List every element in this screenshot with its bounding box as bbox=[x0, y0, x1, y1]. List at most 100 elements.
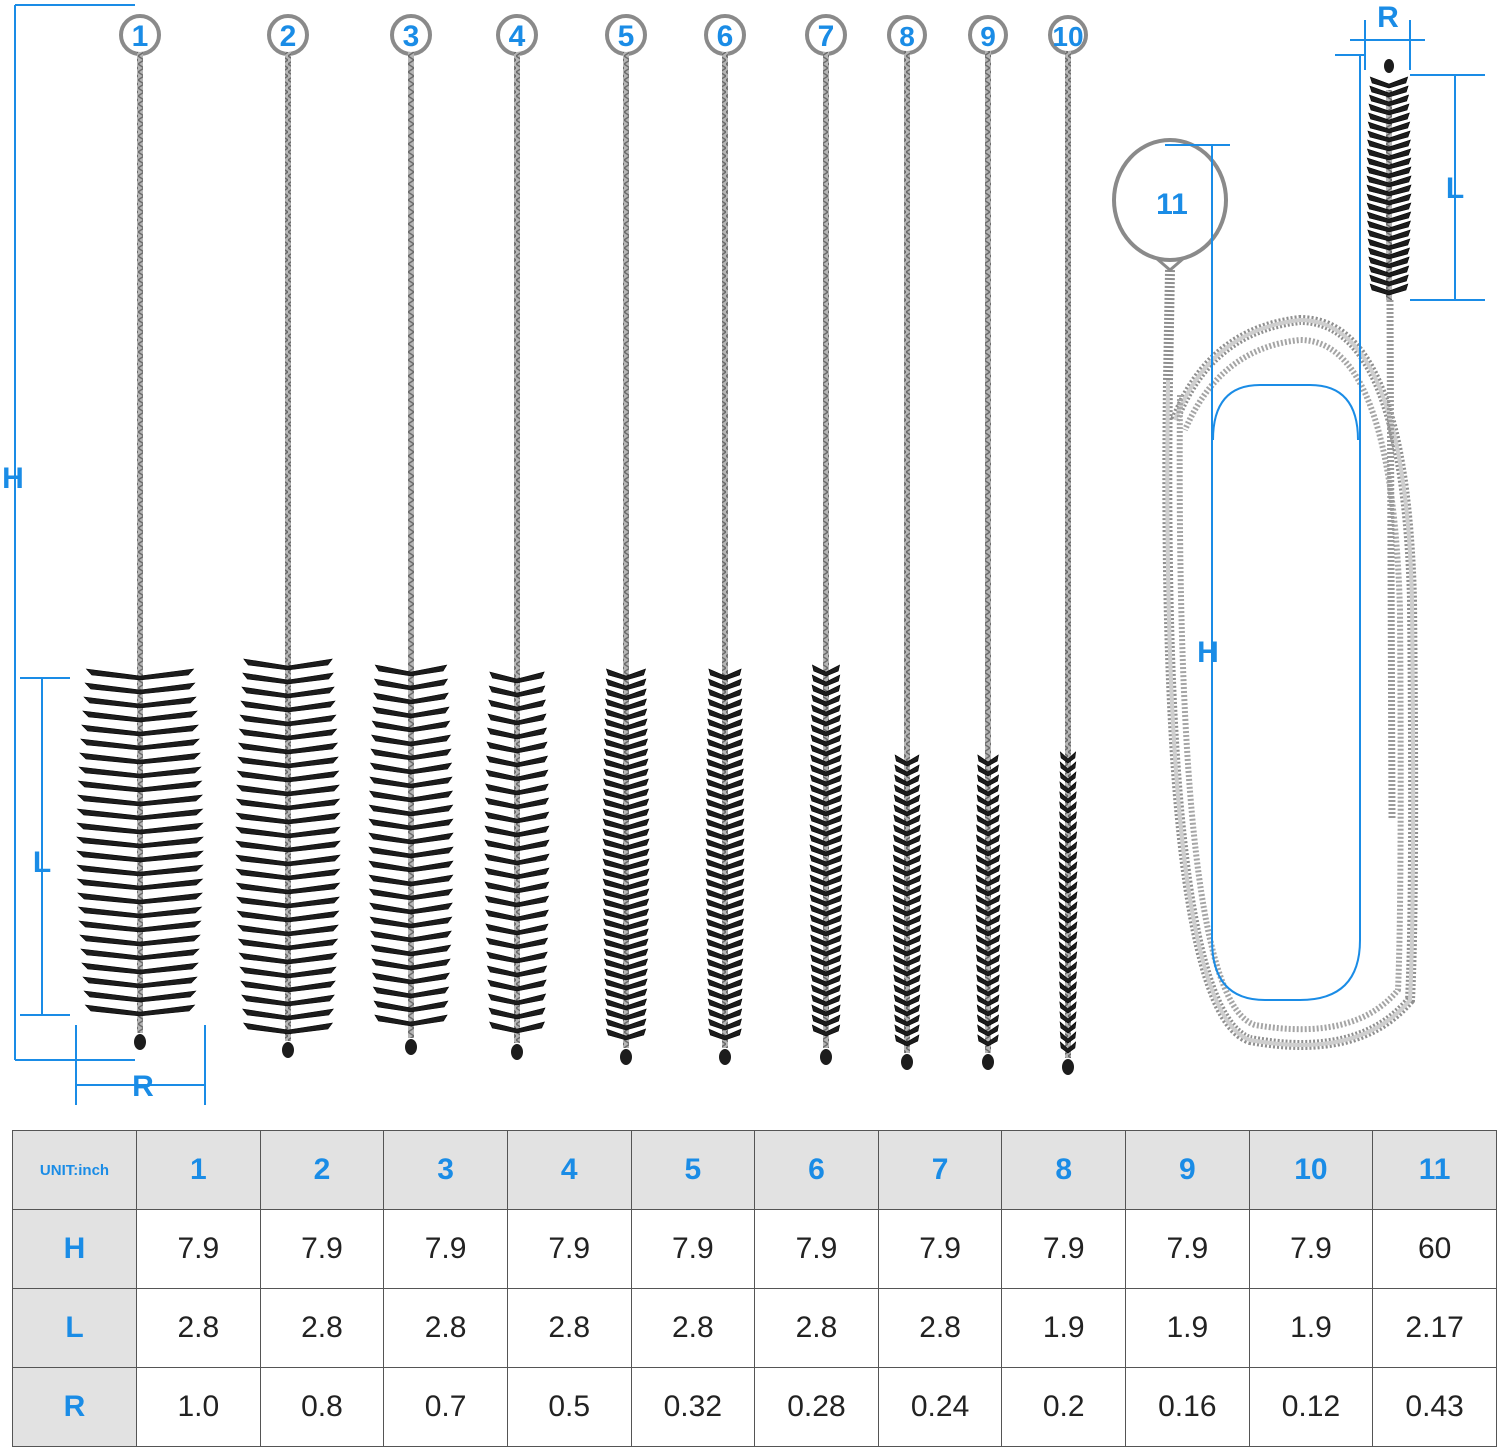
brush-tip bbox=[620, 1049, 632, 1065]
row-header: R bbox=[12, 1367, 137, 1447]
long-brush-tip bbox=[1384, 59, 1394, 73]
table-cell: 0.43 bbox=[1372, 1367, 1497, 1447]
brush-10: 10 bbox=[1048, 15, 1088, 1075]
table-cell: 2.8 bbox=[754, 1288, 879, 1368]
column-header-4: 4 bbox=[506, 1130, 632, 1210]
table-cell: 7.9 bbox=[1248, 1209, 1374, 1289]
table-cell: 1.9 bbox=[1248, 1288, 1374, 1368]
brush-wire bbox=[514, 52, 520, 1043]
ring-handle bbox=[1112, 138, 1228, 262]
brush-tip bbox=[405, 1039, 417, 1055]
table-cell: 7.9 bbox=[877, 1209, 1003, 1289]
brush-number-8: 8 bbox=[899, 21, 915, 52]
column-header-2: 2 bbox=[259, 1130, 385, 1210]
brush-wire bbox=[823, 52, 829, 1048]
dimension-annotations: H L R H L R 11 bbox=[2, 1, 1485, 1105]
column-header-5: 5 bbox=[630, 1130, 756, 1210]
brush-bristles bbox=[602, 668, 650, 1041]
row-header: H bbox=[12, 1209, 137, 1289]
brushes-layer: 1 2 3 4 5 6 7 8 9 10 bbox=[76, 14, 1088, 1075]
brush-wire bbox=[285, 52, 291, 1041]
column-header-1: 1 bbox=[136, 1130, 261, 1210]
brush-bristles bbox=[809, 664, 843, 1037]
h-dimension-label-left: H bbox=[2, 462, 24, 495]
coil-rod bbox=[1386, 299, 1396, 821]
brush-11-number: 11 bbox=[1156, 188, 1188, 221]
table-cell: 2.8 bbox=[136, 1288, 261, 1368]
brush-wire bbox=[985, 51, 991, 1053]
brush-1: 1 bbox=[76, 14, 204, 1050]
brush-number-9: 9 bbox=[980, 21, 996, 52]
brush-tip bbox=[1062, 1059, 1074, 1075]
table-cell: 1.9 bbox=[1001, 1288, 1126, 1368]
table-cell: 0.32 bbox=[630, 1367, 756, 1447]
table-cell: 2.8 bbox=[506, 1288, 632, 1368]
brush-bristles bbox=[975, 754, 1001, 1047]
brush-tip bbox=[719, 1049, 731, 1065]
brush-bristles bbox=[76, 668, 204, 1017]
brush-bristles bbox=[368, 664, 454, 1027]
table-cell: 0.5 bbox=[506, 1367, 632, 1447]
table-cell: 2.8 bbox=[383, 1288, 508, 1368]
brush-7: 7 bbox=[805, 14, 847, 1065]
brush-number-4: 4 bbox=[509, 20, 526, 53]
l-dimension-label-right: L bbox=[1446, 172, 1464, 205]
brush-number-3: 3 bbox=[403, 20, 420, 53]
long-flexible-brush bbox=[1112, 59, 1419, 1050]
table-cell: 7.9 bbox=[259, 1209, 385, 1289]
table-cell: 2.17 bbox=[1372, 1288, 1497, 1368]
column-header-3: 3 bbox=[383, 1130, 508, 1210]
brush-number-2: 2 bbox=[280, 20, 297, 53]
table-cell: 7.9 bbox=[1125, 1209, 1250, 1289]
table-cell: 7.9 bbox=[506, 1209, 632, 1289]
brush-bristles bbox=[484, 671, 550, 1034]
table-cell: 7.9 bbox=[754, 1209, 879, 1289]
table-cell: 7.9 bbox=[383, 1209, 508, 1289]
brush-number-10: 10 bbox=[1052, 21, 1083, 52]
brush-tip bbox=[901, 1054, 913, 1070]
brush-wire bbox=[623, 52, 629, 1048]
brush-6: 6 bbox=[704, 14, 746, 1065]
table-cell: 0.2 bbox=[1001, 1367, 1126, 1447]
brush-wire bbox=[408, 52, 414, 1038]
brush-wire bbox=[1065, 51, 1071, 1058]
brush-set-illustration: 1 2 3 4 5 6 7 8 9 10 bbox=[2, 1, 1485, 1105]
table-cell: 0.7 bbox=[383, 1367, 508, 1447]
r-dimension-label-right: R bbox=[1377, 1, 1399, 34]
brush-number-5: 5 bbox=[618, 20, 635, 53]
column-header-7: 7 bbox=[877, 1130, 1003, 1210]
brush-tip bbox=[134, 1034, 146, 1050]
brush-bristles bbox=[705, 668, 745, 1041]
brush-bristles bbox=[235, 658, 341, 1035]
brush-tip bbox=[982, 1054, 994, 1070]
brush-wire bbox=[722, 52, 728, 1048]
r-dimension-label-left: R bbox=[132, 1070, 154, 1103]
brush-5: 5 bbox=[602, 14, 650, 1065]
brush-tip bbox=[511, 1044, 523, 1060]
table-cell: 0.28 bbox=[754, 1367, 879, 1447]
brush-number-6: 6 bbox=[717, 20, 734, 53]
column-header-11: 11 bbox=[1372, 1130, 1497, 1210]
brush-3: 3 bbox=[368, 14, 454, 1055]
brush-2: 2 bbox=[235, 14, 341, 1058]
table-cell: 2.8 bbox=[630, 1288, 756, 1368]
table-cell: 1.0 bbox=[136, 1367, 261, 1447]
table-cell: 0.12 bbox=[1248, 1367, 1374, 1447]
table-cell: 2.8 bbox=[877, 1288, 1003, 1368]
table-cell: 1.9 bbox=[1125, 1288, 1250, 1368]
column-header-6: 6 bbox=[754, 1130, 879, 1210]
column-header-10: 10 bbox=[1248, 1130, 1374, 1210]
table-cell: 7.9 bbox=[1001, 1209, 1126, 1289]
brush-8: 8 bbox=[887, 15, 927, 1070]
table-cell: 7.9 bbox=[630, 1209, 756, 1289]
brush-wire bbox=[904, 51, 910, 1053]
long-brush-head bbox=[1366, 59, 1412, 300]
brush-bristles bbox=[1058, 751, 1078, 1054]
row-header: L bbox=[12, 1288, 137, 1368]
brush-tip bbox=[820, 1049, 832, 1065]
table-cell: 0.24 bbox=[877, 1367, 1003, 1447]
